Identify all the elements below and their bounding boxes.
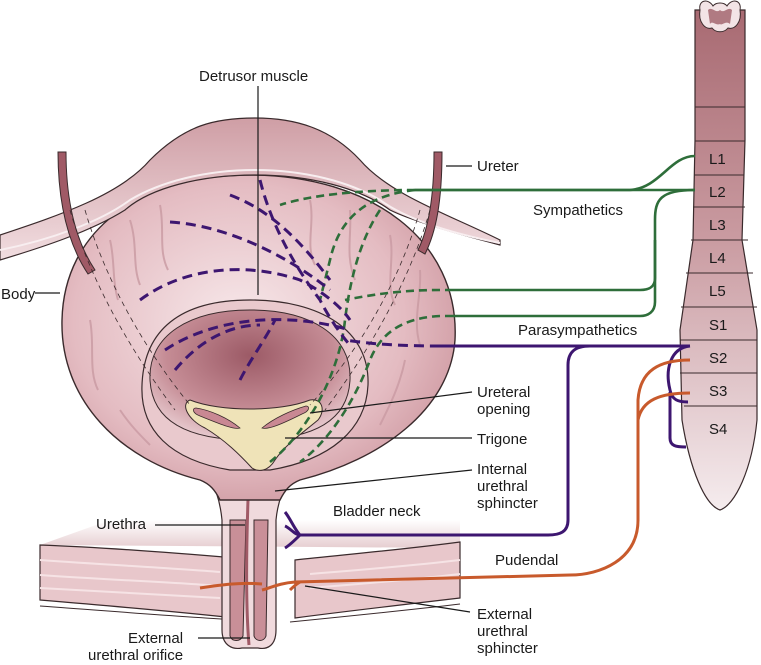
segment-label: S1	[709, 317, 727, 334]
segment-label: L3	[709, 217, 726, 234]
pudendal-label: Pudendal	[495, 552, 559, 569]
trigone-label: Trigone	[477, 431, 528, 448]
ureteral-opening-label: Ureteral opening	[477, 384, 531, 418]
external-urethral-sphincter-label: External urethral sphincter	[477, 606, 538, 657]
bladder	[61, 174, 456, 501]
ureteral-opening-right	[261, 405, 309, 429]
sympathetics-label: Sympathetics	[533, 202, 624, 219]
sympathetic-nerves	[269, 154, 696, 464]
segment-label: S3	[709, 383, 727, 400]
parasympathetics-label: Parasympathetics	[518, 322, 638, 339]
segment-label: S2	[709, 350, 727, 367]
urethra	[203, 469, 297, 650]
spinal-cord-body	[679, 9, 758, 511]
ureters	[57, 151, 443, 411]
body-label: Body	[1, 286, 36, 303]
spinal-cord	[679, 0, 758, 511]
leader-lines	[35, 86, 473, 639]
internal-urethral-sphincter-label: Internal urethral sphincter	[477, 461, 538, 512]
urethra-label: Urethra	[96, 516, 147, 533]
external-urethral-orifice-label: External urethral orifice	[88, 630, 184, 664]
detrusor-muscle-label: Detrusor muscle	[199, 68, 309, 85]
parasympathetic-nerves	[139, 179, 691, 550]
ureteral-opening-left	[193, 407, 241, 429]
segment-label: L5	[709, 283, 726, 300]
segment-label: L4	[709, 250, 726, 267]
pudendal-nerves	[199, 358, 691, 592]
ureter-label: Ureter	[477, 158, 519, 175]
bladder-neck-label: Bladder neck	[333, 503, 421, 520]
segment-label: L1	[709, 151, 726, 168]
segment-label: L2	[709, 184, 726, 201]
segment-label: S4	[709, 421, 727, 438]
peritoneum	[0, 117, 501, 261]
spinal-segment-labels: L1 L2 L3 L4 L5 S1 S2 S3 S4	[709, 151, 727, 438]
